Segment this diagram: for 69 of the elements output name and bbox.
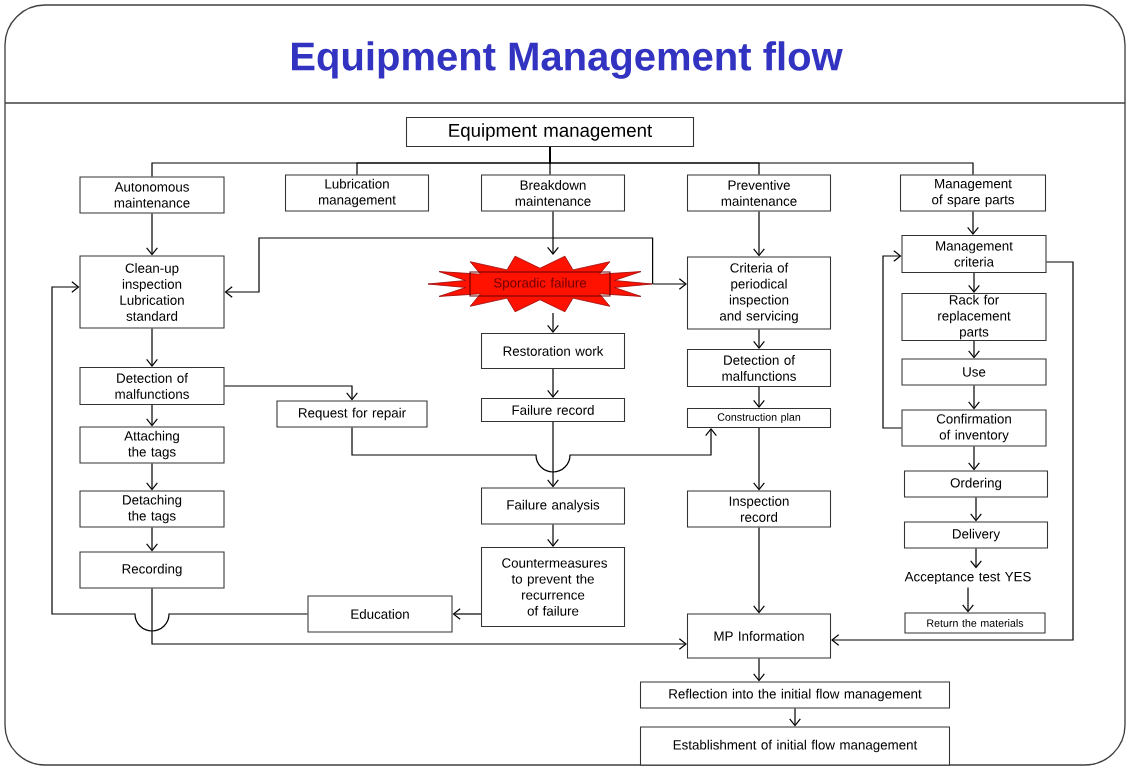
process-box: Breakdown maintenance <box>480 174 626 212</box>
arrow <box>547 368 559 398</box>
process-box: Ordering <box>903 470 1049 498</box>
arrow <box>146 404 158 427</box>
arrow <box>968 272 980 293</box>
arrow <box>753 210 765 257</box>
process-box: MP Information <box>686 613 832 659</box>
process-box: Attaching the tags <box>79 426 225 464</box>
arrow <box>831 261 1074 646</box>
arrow <box>968 384 980 410</box>
arrow <box>223 385 358 401</box>
starburst: Sporadic failure <box>427 255 653 313</box>
arrow <box>753 386 765 408</box>
process-box: Use <box>901 358 1047 386</box>
process-box: Reflection into the initial flow management <box>639 681 951 709</box>
arrow <box>789 707 801 727</box>
arrow <box>968 340 980 359</box>
arrow <box>753 328 765 349</box>
arrow <box>452 608 482 620</box>
process-box: Management criteria <box>901 234 1047 274</box>
process-box: Return the materials <box>904 612 1046 634</box>
process-box: Lubrication management <box>284 174 430 212</box>
process-box: Criteria of periodical inspection and servicing <box>686 256 832 330</box>
arrow <box>547 312 559 333</box>
arrow <box>962 587 974 613</box>
arrow <box>151 587 687 650</box>
process-box: Equipment management <box>405 116 695 148</box>
process-box: Detaching the tags <box>79 490 225 528</box>
process-box: Clean-up inspection Lubrication standard <box>79 255 225 329</box>
arrow <box>224 237 654 298</box>
arrow <box>146 212 158 256</box>
arrow <box>547 421 559 488</box>
process-box: Recording <box>79 551 225 589</box>
title: Equipment Management flow <box>292 41 843 79</box>
arrow <box>547 210 559 255</box>
process-box: Autonomous maintenance <box>79 176 225 214</box>
connector-line <box>549 146 974 176</box>
process-box: Rack for replacement parts <box>901 292 1047 342</box>
process-box: Delivery <box>903 521 1049 549</box>
process-box: Confirmation of inventory <box>901 409 1047 447</box>
process-box: Preventive maintenance <box>686 174 832 212</box>
arrow <box>970 547 982 569</box>
process-box: Failure record <box>480 397 626 423</box>
arrow <box>51 281 309 632</box>
arrow <box>753 526 765 614</box>
process-box: Construction plan <box>686 407 832 429</box>
process-box: Detection of malfunctions <box>686 348 832 388</box>
process-box: Inspection record <box>686 490 832 528</box>
process-box: Education <box>307 595 453 633</box>
process-box: Management of spare parts <box>899 174 1047 212</box>
arrow <box>146 526 158 552</box>
process-box: Restoration work <box>480 332 626 370</box>
process-box: Detection of malfunctions <box>79 366 225 406</box>
arrow <box>146 462 158 491</box>
arrow <box>146 327 158 367</box>
arrow <box>968 445 980 471</box>
process-box: Failure analysis <box>480 487 626 525</box>
arrow <box>547 523 559 547</box>
process-box: Request for repair <box>276 400 428 428</box>
arrow <box>652 278 687 290</box>
arrow <box>882 250 903 429</box>
arrow <box>753 427 765 491</box>
process-box: Countermeasures to prevent the recurrence of failure <box>480 546 626 628</box>
step-text: Acceptance test YES <box>904 571 1031 585</box>
arrow <box>351 426 717 473</box>
arrow <box>967 210 979 235</box>
process-box: Establishment of initial flow management <box>639 726 951 766</box>
arrow <box>753 657 765 682</box>
arrow <box>970 496 982 522</box>
